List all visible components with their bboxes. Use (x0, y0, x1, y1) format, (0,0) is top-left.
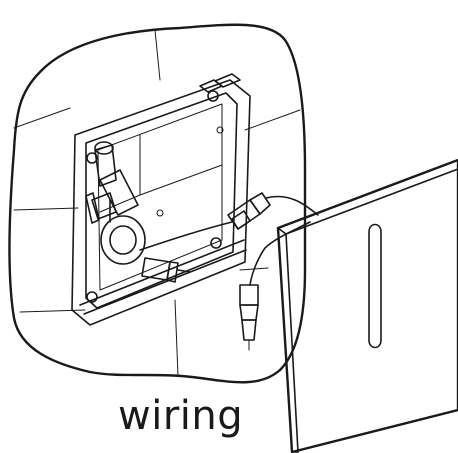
internal-connector-left (85, 192, 117, 224)
sensor-cover-plate (276, 158, 458, 453)
cable-connector-lower (239, 221, 311, 351)
sensor-window-slot (368, 223, 382, 349)
caption: wiring (118, 393, 244, 439)
internal-connector-right (141, 257, 191, 283)
wall-tile-cutout (8, 23, 307, 384)
flush-mount-box (71, 73, 251, 326)
valve-body (94, 141, 146, 265)
cable-connector-upper (139, 192, 319, 251)
